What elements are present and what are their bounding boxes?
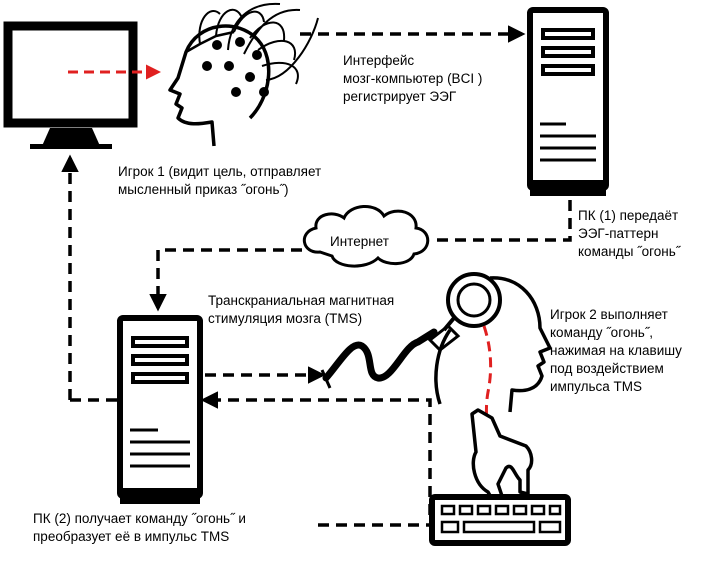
internet-label: Интернет <box>330 234 389 249</box>
bci-label: Интерфейс мозг-компьютер (BCI ) регистри… <box>343 53 483 104</box>
cloud-icon <box>303 205 430 268</box>
player1-label: Игрок 1 (видит цель, отправляет мысленны… <box>118 164 322 197</box>
pc1-label: ПК (1) передаёт ЭЭГ-паттерн команды ˝ого… <box>578 208 681 259</box>
keyboard-icon <box>429 494 571 546</box>
head-profile-icon <box>434 276 552 413</box>
hand-icon <box>470 408 534 508</box>
cloud-to-pc2-arrow <box>149 248 302 312</box>
pc-tower-icon <box>527 7 609 196</box>
keyboard-to-pc2-arrow <box>200 391 432 515</box>
pc2-label: ПК (2) получает команду ˝огонь˝ и преобр… <box>33 511 246 544</box>
pc1-to-cloud-connector <box>432 200 572 242</box>
head-with-electrodes-icon <box>168 2 319 147</box>
pc-tower-icon <box>117 315 203 504</box>
tms-coil-icon <box>320 272 502 389</box>
monitor-icon <box>3 21 138 149</box>
tms-label: Транскраниальная магнитная стимуляция мо… <box>208 293 395 326</box>
player2-label: Игрок 2 выполняет команду ˝огонь˝, нажим… <box>550 307 682 394</box>
